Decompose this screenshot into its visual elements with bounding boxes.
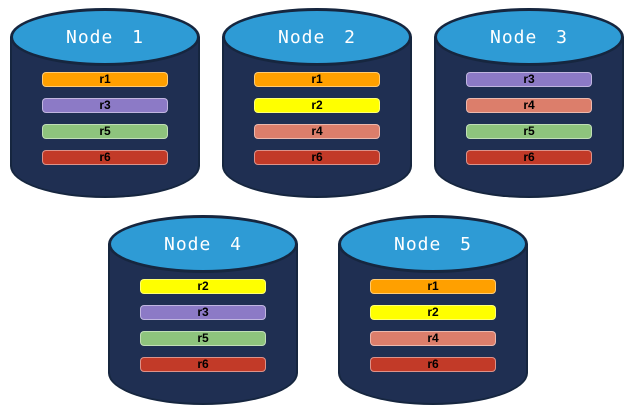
- node-title: Node 1: [65, 26, 145, 48]
- node-title: Node 3: [489, 26, 569, 48]
- replica-bar: r6: [466, 150, 592, 165]
- replica-bar: r4: [254, 124, 380, 139]
- replica-list: r1 r3 r5 r6: [42, 72, 168, 165]
- cylinder-top-ellipse: Node 4: [108, 215, 298, 273]
- replica-list: r2 r3 r5 r6: [140, 279, 266, 372]
- database-node-3: Node 3 r3 r4 r5 r6: [434, 8, 624, 198]
- node-row-top: Node 1 r1 r3 r5 r6 Node 2 r1 r2 r4 r6: [0, 0, 636, 198]
- replica-bar: r5: [140, 331, 266, 346]
- replica-list: r1 r2 r4 r6: [370, 279, 496, 372]
- node-title: Node 2: [277, 26, 357, 48]
- replica-bar: r6: [370, 357, 496, 372]
- replica-bar: r3: [140, 305, 266, 320]
- node-title: Node 4: [163, 233, 243, 255]
- replica-bar: r4: [370, 331, 496, 346]
- replica-bar: r3: [42, 98, 168, 113]
- database-node-5: Node 5 r1 r2 r4 r6: [338, 215, 528, 405]
- replica-bar: r6: [42, 150, 168, 165]
- replica-bar: r5: [42, 124, 168, 139]
- replica-list: r1 r2 r4 r6: [254, 72, 380, 165]
- replica-list: r3 r4 r5 r6: [466, 72, 592, 165]
- database-node-2: Node 2 r1 r2 r4 r6: [222, 8, 412, 198]
- replica-bar: r1: [370, 279, 496, 294]
- replica-bar: r6: [140, 357, 266, 372]
- cylinder-top-ellipse: Node 1: [10, 8, 200, 66]
- node-row-bottom: Node 4 r2 r3 r5 r6 Node 5 r1 r2 r4 r6: [0, 215, 636, 405]
- replica-bar: r2: [254, 98, 380, 113]
- replica-bar: r2: [140, 279, 266, 294]
- replica-bar: r2: [370, 305, 496, 320]
- cylinder-top-ellipse: Node 5: [338, 215, 528, 273]
- replica-bar: r1: [42, 72, 168, 87]
- cylinder-top-ellipse: Node 2: [222, 8, 412, 66]
- replica-bar: r5: [466, 124, 592, 139]
- node-title: Node 5: [393, 233, 473, 255]
- database-node-1: Node 1 r1 r3 r5 r6: [10, 8, 200, 198]
- replica-bar: r4: [466, 98, 592, 113]
- database-node-4: Node 4 r2 r3 r5 r6: [108, 215, 298, 405]
- replica-bar: r1: [254, 72, 380, 87]
- cylinder-top-ellipse: Node 3: [434, 8, 624, 66]
- replica-bar: r3: [466, 72, 592, 87]
- replica-bar: r6: [254, 150, 380, 165]
